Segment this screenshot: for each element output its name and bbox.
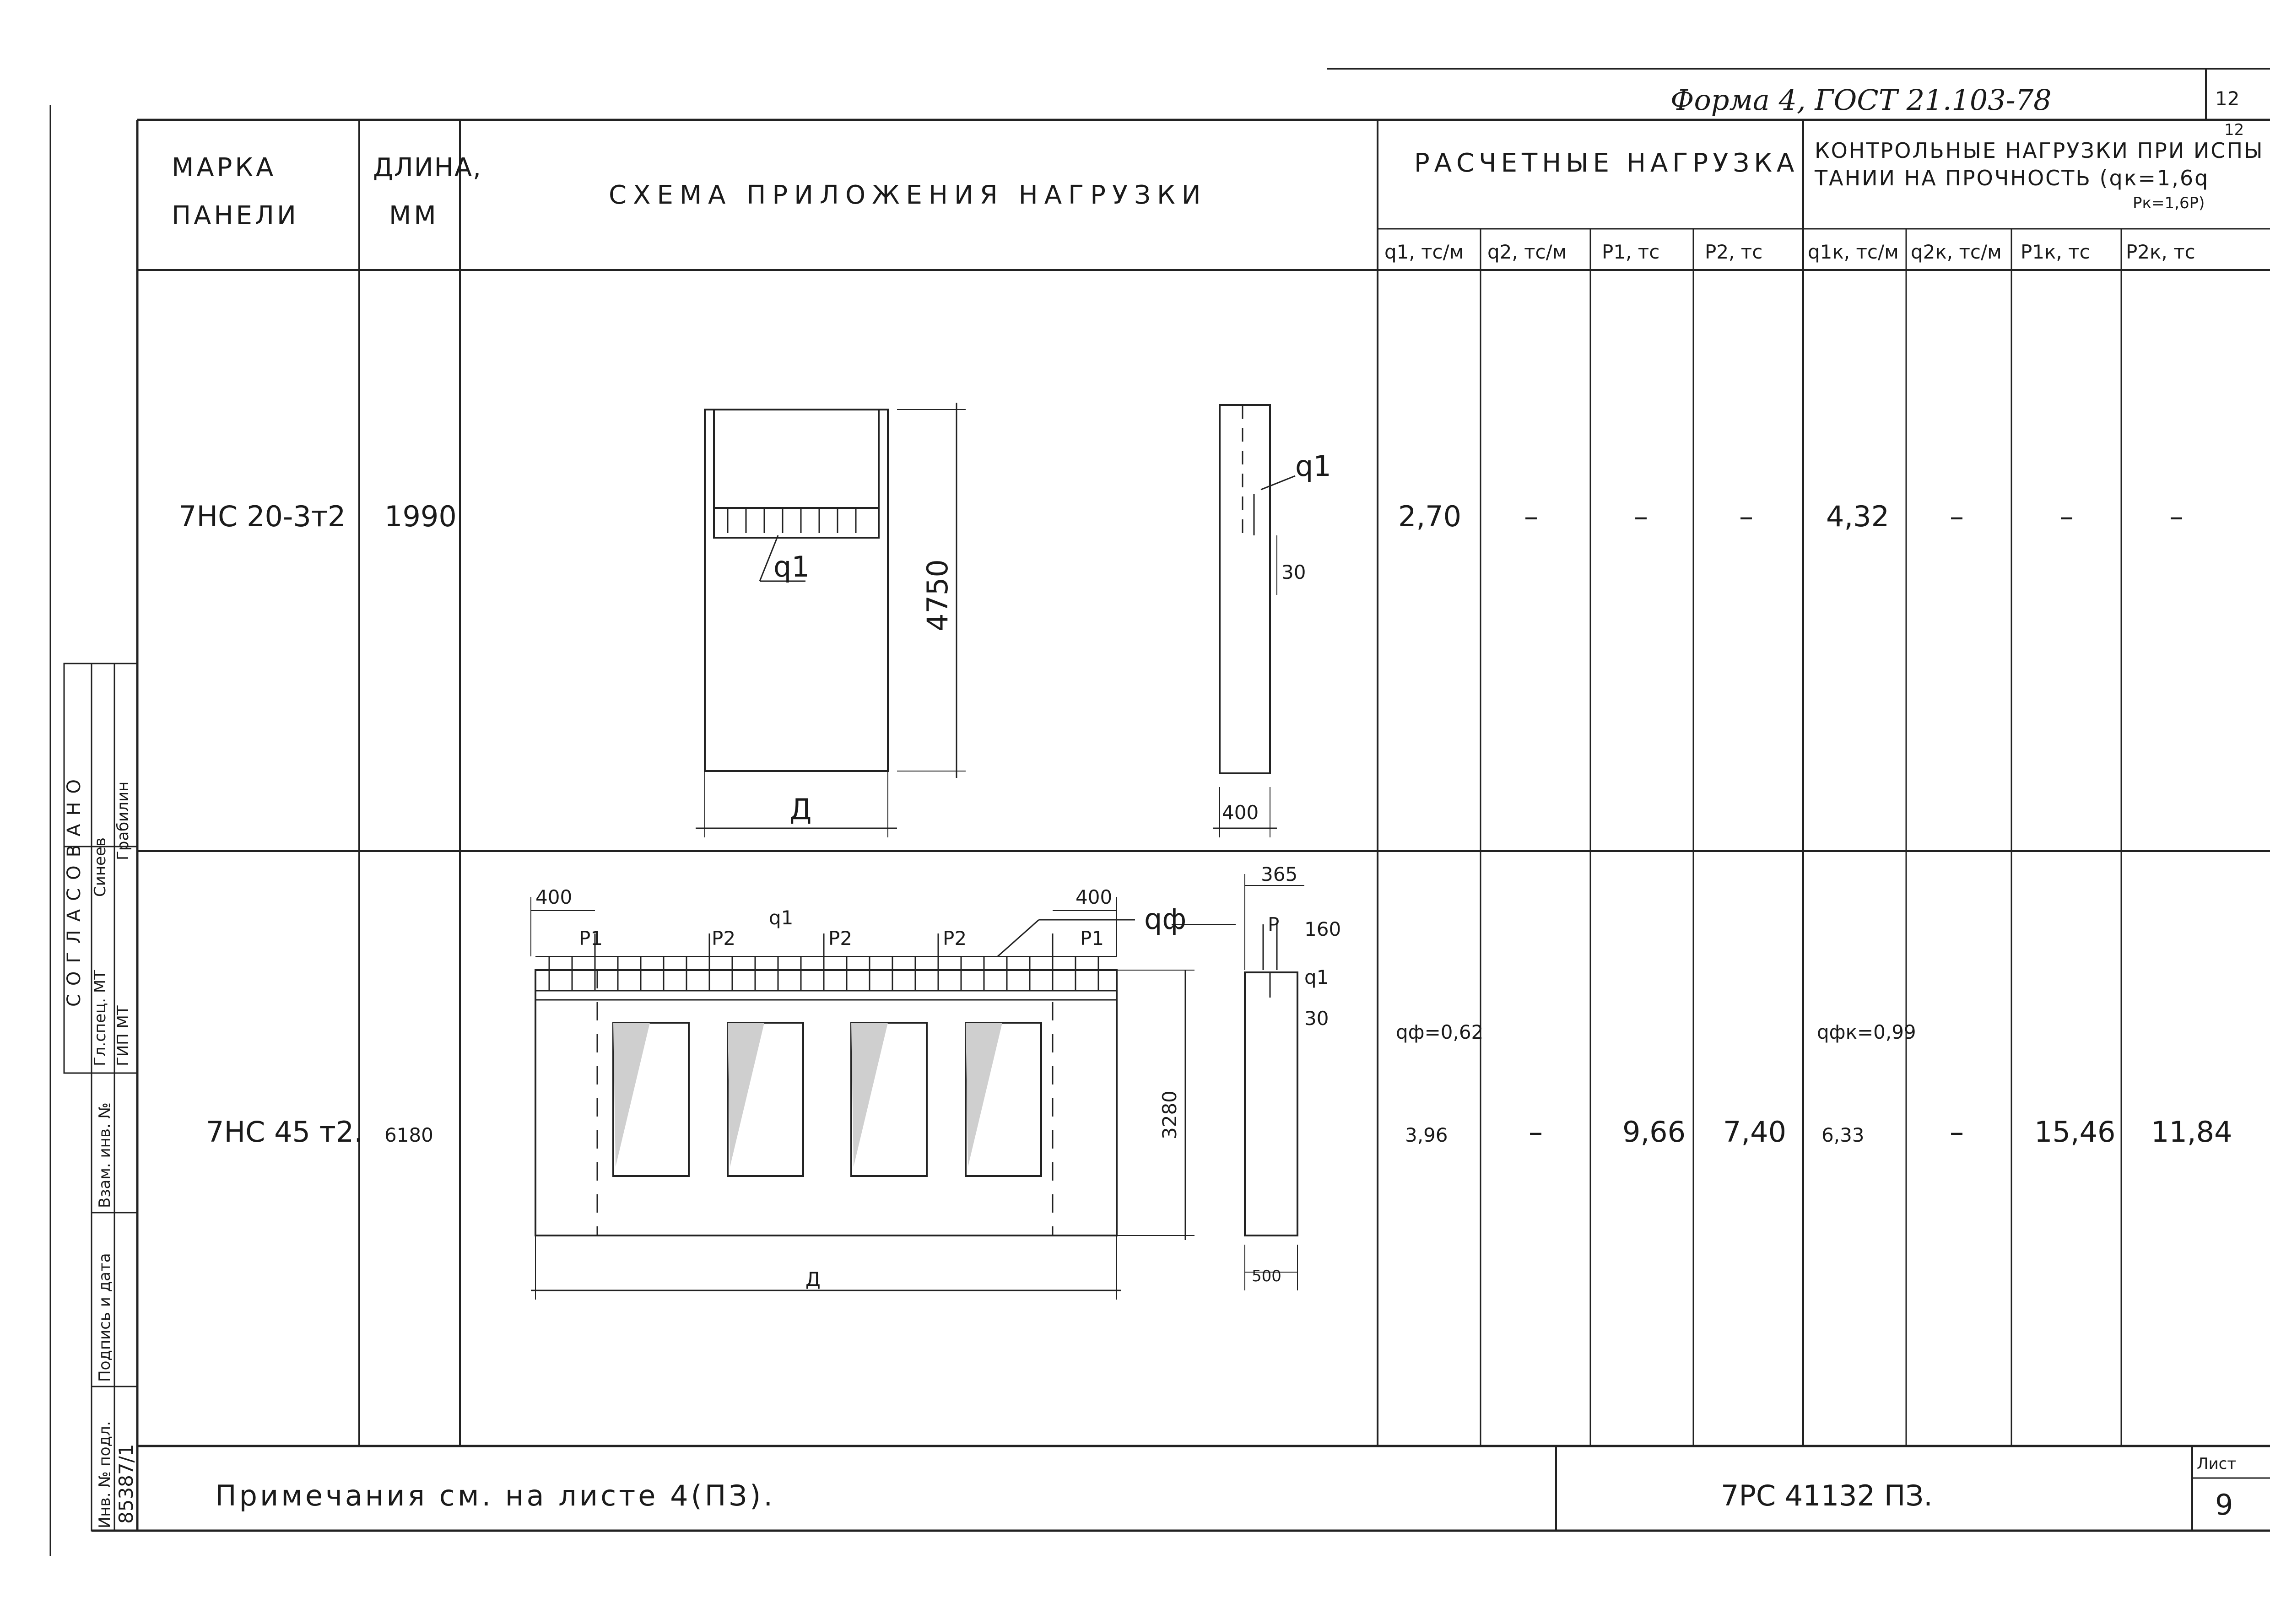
row1-front-diagram bbox=[696, 403, 966, 837]
row2-side-q1: q1 bbox=[1304, 966, 1329, 988]
corner-number: 12 bbox=[2215, 87, 2239, 110]
row2-label-p2-b: P2 bbox=[828, 927, 852, 950]
sheet-label: Лист bbox=[2197, 1455, 2236, 1473]
row1-side-diagram bbox=[1213, 404, 1296, 837]
row1-width-dim: Д bbox=[789, 793, 811, 826]
row2-marka: 7НС 45 т2. bbox=[206, 1115, 363, 1149]
stamp-inv-number: 85387/1 bbox=[115, 1444, 137, 1524]
row2-label-p1-right: P1 bbox=[1080, 927, 1104, 950]
row1-side-load: q1 bbox=[1295, 449, 1331, 483]
row2-q1: 3,96 bbox=[1405, 1124, 1448, 1146]
row1-p1k: – bbox=[2059, 500, 2074, 533]
header-raschetnye: РАСЧЕТНЫЕ НАГРУЗКА bbox=[1414, 148, 1799, 178]
header-marka-2: ПАНЕЛИ bbox=[172, 201, 299, 231]
col-q1k: q1к, тс/м bbox=[1808, 241, 1899, 263]
header-kontrol-3: Pк=1,6P) bbox=[2133, 194, 2205, 212]
form-label: Форма 4, ГОСТ 21.103-78 bbox=[1670, 83, 2052, 117]
row1-side-width: 400 bbox=[1222, 801, 1259, 824]
row1-marka: 7НС 20-3т2 bbox=[178, 500, 346, 533]
row2-qphi: qф=0,62 bbox=[1396, 1021, 1483, 1043]
row1-load-label: q1 bbox=[773, 550, 810, 583]
row1-p2k: – bbox=[2169, 500, 2184, 533]
row2-label-q1: q1 bbox=[769, 906, 793, 929]
row1-dlina: 1990 bbox=[384, 500, 457, 533]
stamp-inv-zam: Взам. инв. № bbox=[96, 1102, 114, 1208]
row2-height-dim: 3280 bbox=[1158, 1090, 1181, 1139]
row2-dlina: 6180 bbox=[384, 1124, 433, 1146]
header-marka-1: МАРКА bbox=[172, 153, 276, 183]
col-q2: q2, тс/м bbox=[1487, 241, 1567, 263]
row2-q2k: – bbox=[1950, 1115, 1964, 1149]
sheet-number: 9 bbox=[2215, 1488, 2233, 1521]
row1-height-dim: 4750 bbox=[921, 559, 954, 631]
stamp-row2-name: Грабилин bbox=[114, 782, 132, 860]
header-dlina-1: ДЛИНА, bbox=[373, 153, 482, 183]
header-schema: СХЕМА ПРИЛОЖЕНИЯ НАГРУЗКИ bbox=[609, 180, 1207, 210]
col-q2k: q2к, тс/м bbox=[1911, 241, 2002, 263]
row1-q2: – bbox=[1524, 500, 1538, 533]
row2-side-p: P bbox=[1268, 913, 1279, 936]
row2-side-top: 365 bbox=[1261, 863, 1297, 885]
row2-dim-left: 400 bbox=[535, 886, 572, 908]
row2-p2: 7,40 bbox=[1723, 1115, 1786, 1149]
row1-side-dim: 30 bbox=[1281, 561, 1306, 583]
row1-q2k: – bbox=[1950, 500, 1964, 533]
row2-side-160: 160 bbox=[1304, 918, 1341, 940]
row1-p1: – bbox=[1634, 500, 1648, 533]
header-kontrol-1: КОНТРОЛЬНЫЕ НАГРУЗКИ ПРИ ИСПЫ bbox=[1815, 138, 2264, 163]
row1-p2: – bbox=[1739, 500, 1753, 533]
stamp-row1-role: Гл.спец. МТ bbox=[91, 970, 109, 1066]
row2-label-p2-c: P2 bbox=[943, 927, 967, 950]
row1-q1: 2,70 bbox=[1398, 500, 1461, 533]
row2-q1k: 6,33 bbox=[1821, 1124, 1865, 1146]
col-p1: P1, тс bbox=[1602, 241, 1659, 263]
row2-label-p2-a: P2 bbox=[712, 927, 735, 950]
row2-front-diagram bbox=[530, 897, 1236, 1300]
row2-qphik: qфк=0,99 bbox=[1817, 1021, 1916, 1043]
left-stamp bbox=[63, 663, 138, 1532]
row2-p1k: 15,46 bbox=[2034, 1115, 2116, 1149]
header-dlina-2: ММ bbox=[389, 201, 439, 231]
row2-p2k: 11,84 bbox=[2151, 1115, 2232, 1149]
stamp-row2-role: ГИП МТ bbox=[114, 1005, 132, 1066]
row2-side-width: 500 bbox=[1252, 1267, 1281, 1285]
row2-qphi-label: qф bbox=[1144, 902, 1186, 936]
row2-label-p1-left: P1 bbox=[579, 927, 603, 950]
row2-p1: 9,66 bbox=[1622, 1115, 1686, 1149]
header-kontrol-small: 12 bbox=[2224, 121, 2244, 139]
row2-q2: – bbox=[1529, 1115, 1543, 1149]
row2-side-diagram bbox=[1244, 874, 1304, 1290]
stamp-inv-podl: Инв. № подл. bbox=[96, 1421, 114, 1528]
stamp-title: СОГЛАСОВАНО bbox=[64, 771, 85, 1007]
row2-dim-right: 400 bbox=[1076, 886, 1112, 908]
row2-side-30: 30 bbox=[1304, 1007, 1329, 1030]
col-q1: q1, тс/м bbox=[1384, 241, 1464, 263]
header-kontrol-2: ТАНИИ НА ПРОЧНОСТЬ (qк=1,6q bbox=[1814, 166, 2209, 190]
stamp-podpis: Подпись и дата bbox=[96, 1253, 114, 1382]
note-text: Примечания см. на листе 4(ПЗ). bbox=[215, 1479, 775, 1512]
col-p1k: P1к, тс bbox=[2021, 241, 2090, 263]
doc-code: 7РС 41132 ПЗ. bbox=[1721, 1479, 1933, 1512]
col-p2: P2, тс bbox=[1705, 241, 1762, 263]
row1-q1k: 4,32 bbox=[1826, 500, 1889, 533]
row2-width-dim: Д bbox=[805, 1268, 821, 1290]
col-p2k: P2к, тс bbox=[2126, 241, 2195, 263]
stamp-row1-name: Синеев bbox=[91, 837, 109, 897]
